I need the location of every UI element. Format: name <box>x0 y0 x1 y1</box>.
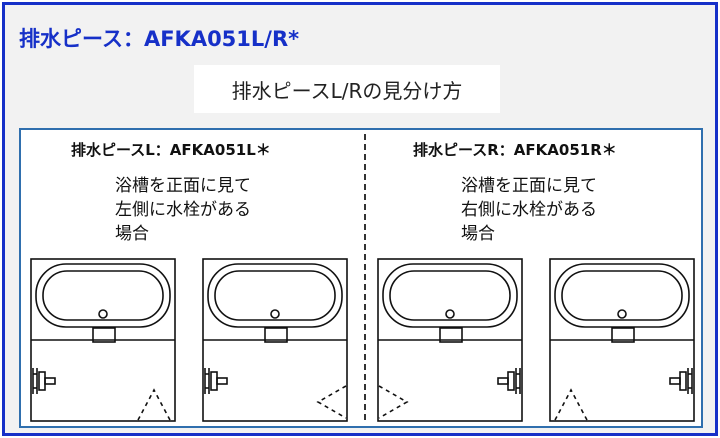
door-swing-icon <box>378 385 409 419</box>
drain-circle <box>270 309 280 319</box>
section-l-description: 浴槽を正面に見て 左側に水栓がある 場合 <box>115 174 251 246</box>
door-swing-icon <box>316 385 347 419</box>
bathtub-outer <box>35 263 171 328</box>
subtitle-box: 排水ピースL/Rの見分け方 <box>194 65 500 113</box>
section-l-label: 排水ピースL：AFKA051L＊ <box>71 141 271 159</box>
faucet-icon <box>32 368 56 394</box>
faucet-icon <box>204 368 228 394</box>
bathroom-plan-l-side-faucet-left <box>202 258 348 424</box>
drain-piece-box <box>92 327 116 343</box>
drain-piece-box <box>439 327 463 343</box>
desc-line: 浴槽を正面に見て <box>115 176 251 196</box>
bathtub-inner <box>561 270 683 321</box>
bathtub-outer <box>382 263 518 328</box>
bathroom-plan-l-front-faucet-left <box>30 258 176 424</box>
bathroom-plan-r-front-faucet-right <box>549 258 695 424</box>
drain-piece-box <box>264 327 288 343</box>
door-swing-icon <box>137 388 171 421</box>
section-r-label: 排水ピースR：AFKA051R＊ <box>413 141 617 159</box>
drain-circle <box>445 309 455 319</box>
faucet-icon <box>497 368 521 394</box>
faucet-icon <box>669 368 693 394</box>
diagram-panel: 排水ピースL：AFKA051L＊ 浴槽を正面に見て 左側に水栓がある 場合 <box>19 128 703 428</box>
subtitle: 排水ピースL/Rの見分け方 <box>231 78 463 103</box>
bathtub-outer <box>554 263 690 328</box>
desc-line: 場合 <box>115 224 149 244</box>
bathroom-plan-r-side-faucet-right <box>377 258 523 424</box>
drain-piece-box <box>611 327 635 343</box>
section-divider <box>364 134 366 420</box>
bathtub-inner <box>214 270 336 321</box>
desc-line: 左側に水栓がある <box>115 200 251 220</box>
section-r-description: 浴槽を正面に見て 右側に水栓がある 場合 <box>461 174 597 246</box>
page-title: 排水ピース：AFKA051L/R* <box>19 27 300 51</box>
drain-circle <box>98 309 108 319</box>
desc-line: 場合 <box>461 224 495 244</box>
desc-line: 浴槽を正面に見て <box>461 176 597 196</box>
bathtub-inner <box>42 270 164 321</box>
bathtub-inner <box>389 270 511 321</box>
desc-line: 右側に水栓がある <box>461 200 597 220</box>
bathtub-outer <box>207 263 343 328</box>
drain-circle <box>617 309 627 319</box>
door-swing-icon <box>554 388 588 421</box>
